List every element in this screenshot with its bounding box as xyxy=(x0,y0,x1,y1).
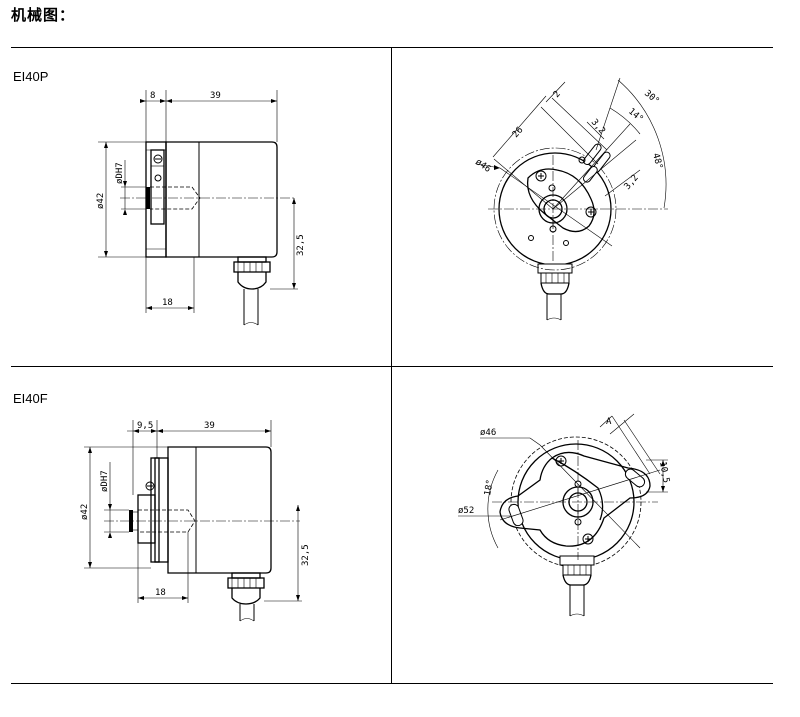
ei40f-shaft-length-dim: 18 xyxy=(155,588,166,598)
column-divider-top xyxy=(391,48,393,366)
ei40f-outer-diameter: ø42 xyxy=(80,504,90,520)
ei40p-shaft-length-dim: 18 xyxy=(162,298,173,308)
page-heading: 机械图： xyxy=(11,7,76,24)
ei40f-bolt-circle-dim: ø46 xyxy=(480,428,496,438)
ei40p-flange-dim: 8 xyxy=(150,91,155,101)
ei40f-a-dim: A xyxy=(606,417,612,427)
table-middle-rule xyxy=(11,366,773,368)
ei40p-shaft-diameter: øDH7 xyxy=(115,162,125,184)
table-top-rule xyxy=(11,47,773,49)
ei40f-cable-height-dim: 32,5 xyxy=(301,544,311,566)
ei40f-angle-dim: 18° xyxy=(483,479,496,497)
ei40p-front-view: ø46 26 2 3,2 30° 14° 48° 3,2 xyxy=(473,77,668,321)
ei40f-shaft-diameter: øDH7 xyxy=(100,470,110,492)
ei40p-cable-height-dim: 32,5 xyxy=(296,234,306,256)
model-label-ei40p: EI40P xyxy=(13,69,49,84)
model-label-ei40f: EI40F xyxy=(13,391,48,406)
ei40p-slot-width-dim: 2 xyxy=(552,89,563,100)
ei40f-flange-dim: 9,5 xyxy=(137,421,153,431)
ei40p-body-dim: 39 xyxy=(210,91,221,101)
table-bottom-rule xyxy=(11,683,773,685)
column-divider-bottom xyxy=(391,367,393,683)
ei40f-front-view: ø46 ø52 18° A 10,5 xyxy=(458,413,671,617)
ei40p-angle-48: 48° xyxy=(650,152,664,170)
ei40p-side-view: 8 39 ø42 øDH7 32,5 18 xyxy=(96,90,306,326)
ei40f-flange-circle-dim: ø52 xyxy=(458,506,474,516)
ei40f-side-view: 9,5 39 ø42 øDH7 32,5 18 xyxy=(80,420,311,622)
ei40p-outer-diameter: ø42 xyxy=(96,193,106,209)
ei40f-body-dim: 39 xyxy=(204,421,215,431)
ei40f-width-dim: 10,5 xyxy=(657,461,671,484)
